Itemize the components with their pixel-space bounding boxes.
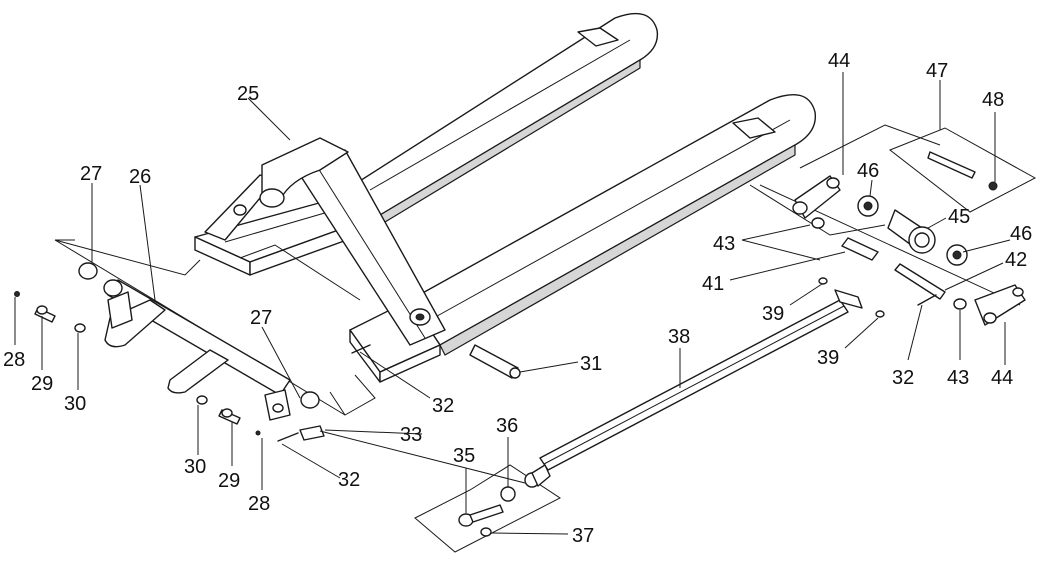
- callout-27: 27: [80, 163, 102, 185]
- bottom-center-parts: [319, 430, 561, 553]
- callout-27: 27: [250, 307, 272, 329]
- callout-35: 35: [453, 445, 475, 467]
- callout-39: 39: [817, 347, 839, 369]
- callout-32: 32: [338, 469, 360, 491]
- callout-44: 44: [828, 50, 850, 72]
- callout-43: 43: [947, 367, 969, 389]
- callout-28: 28: [3, 349, 25, 371]
- callout-33: 33: [400, 424, 422, 446]
- callout-28: 28: [248, 493, 270, 515]
- callout-29: 29: [218, 470, 240, 492]
- callout-labels: 25 26 27 27 28 29 30 30 29 28 31 32 32 3…: [3, 50, 1032, 547]
- callout-38: 38: [668, 326, 690, 348]
- callout-45: 45: [948, 206, 970, 228]
- callout-48: 48: [982, 89, 1004, 111]
- callout-29: 29: [31, 373, 53, 395]
- leader-lines: [14, 72, 1011, 535]
- callout-31: 31: [580, 353, 602, 375]
- fork-frame: [194, 12, 817, 383]
- callout-37: 37: [572, 525, 594, 547]
- callout-47: 47: [926, 60, 948, 82]
- callout-43: 43: [713, 233, 735, 255]
- callout-41: 41: [702, 273, 724, 295]
- callout-30: 30: [184, 456, 206, 478]
- callout-39: 39: [762, 303, 784, 325]
- callout-46: 46: [857, 160, 879, 182]
- callout-25: 25: [237, 83, 259, 105]
- callout-42: 42: [1005, 249, 1027, 271]
- callout-44: 44: [991, 367, 1013, 389]
- callout-46: 46: [1010, 223, 1032, 245]
- callout-26: 26: [129, 166, 151, 188]
- callout-30: 30: [64, 393, 86, 415]
- push-rod: [524, 277, 885, 488]
- callout-32: 32: [892, 367, 914, 389]
- callout-32: 32: [432, 395, 454, 417]
- right-assembly: [749, 124, 1037, 326]
- callout-36: 36: [496, 415, 518, 437]
- left-assembly: [14, 239, 521, 442]
